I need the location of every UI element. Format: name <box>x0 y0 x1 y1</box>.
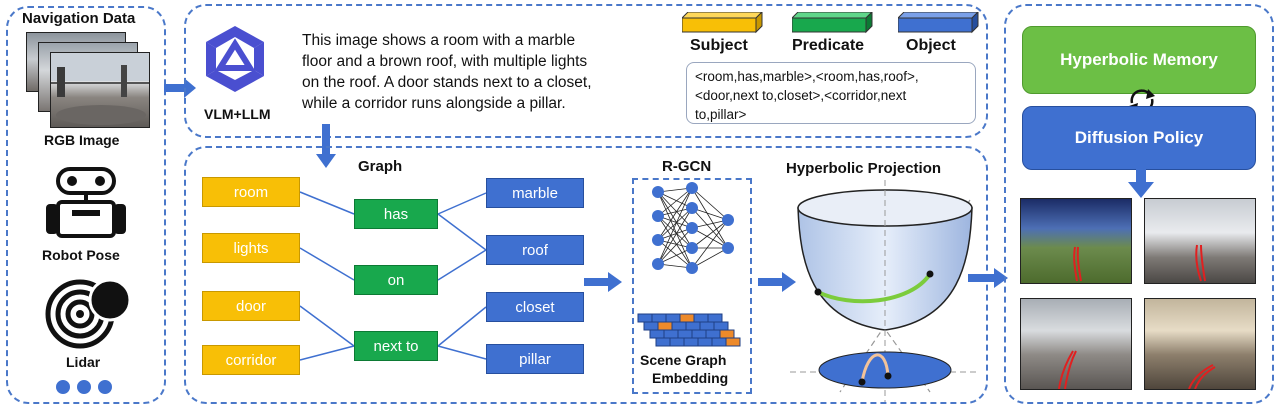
navigation-data-panel <box>6 6 166 404</box>
triples-line: <door,next to,closet>,<corridor,next <box>695 88 907 103</box>
trajectory-overlay <box>1195 244 1206 282</box>
subject-node-door: door <box>202 291 300 321</box>
hyperbolic-memory-block: Hyperbolic Memory <box>1022 26 1256 94</box>
predicate-legend-swatch <box>792 12 873 34</box>
rgcn-box <box>632 178 752 394</box>
hyperboloid-illustration <box>790 180 980 402</box>
rgb-image-label: RGB Image <box>44 132 120 148</box>
subject-node-room: room <box>202 177 300 207</box>
subject-node-corridor: corridor <box>202 345 300 375</box>
output-image-3 <box>1020 298 1132 390</box>
arrow-rgcn-to-hyperbolic <box>758 272 796 292</box>
subject-node-lights: lights <box>202 233 300 263</box>
corridor-scene-icon <box>51 53 149 125</box>
graph-edges <box>299 191 487 361</box>
arrow-graph-to-rgcn <box>584 272 622 292</box>
trajectory-overlay <box>1188 364 1216 389</box>
description-line: floor and a brown roof, with multiple li… <box>302 53 588 70</box>
robot-pose-label: Robot Pose <box>42 247 120 263</box>
navigation-data-title: Navigation Data <box>22 10 136 27</box>
arrow-input-to-vlm <box>164 78 196 98</box>
output-image-2 <box>1144 198 1256 284</box>
object-legend-label: Object <box>906 37 956 54</box>
policy-panel <box>1004 4 1274 404</box>
object-node-closet: closet <box>486 292 584 322</box>
subject-legend-label: Subject <box>690 37 748 54</box>
description-line: This image shows a room with a marble <box>302 32 576 49</box>
object-legend-swatch <box>898 12 979 34</box>
description-line: while a corridor runs alongside a pillar… <box>302 95 566 112</box>
lidar-icon <box>45 278 132 349</box>
predicate-node-on: on <box>354 265 438 295</box>
embedding-label: Embedding <box>652 370 729 386</box>
more-dots-icon <box>56 380 112 394</box>
vlm-logo-icon <box>206 26 264 92</box>
triples-box: <room,has,marble>,<room,has,roof>, <door… <box>686 62 976 124</box>
trajectory-overlay <box>1073 246 1082 282</box>
neural-network-icon <box>652 182 734 274</box>
arrow-policy-to-output <box>1128 162 1154 198</box>
output-image-4 <box>1144 298 1256 390</box>
graph-title: Graph <box>358 158 403 175</box>
output-image-1 <box>1020 198 1132 284</box>
scene-graph-label: Scene Graph <box>640 352 727 368</box>
lidar-label: Lidar <box>66 354 101 370</box>
description-line: on the roof. A door stands next to a clo… <box>302 74 592 91</box>
object-node-pillar: pillar <box>486 344 584 374</box>
rgcn-title: R-GCN <box>662 158 712 175</box>
triples-line: <room,has,marble>,<room,has,roof>, <box>695 69 919 84</box>
trajectory-overlay <box>1058 350 1077 389</box>
triples-line: to,pillar> <box>695 107 747 122</box>
subject-legend-swatch <box>682 12 763 34</box>
object-node-roof: roof <box>486 235 584 265</box>
diffusion-policy-block: Diffusion Policy <box>1022 106 1256 170</box>
arrow-hyperbolic-to-memory <box>968 268 1008 288</box>
vlm-panel <box>184 4 988 138</box>
vlm-llm-label: VLM+LLM <box>204 106 271 122</box>
scene-description: This image shows a room with a marble fl… <box>302 30 680 114</box>
predicate-legend-label: Predicate <box>792 37 865 54</box>
hyperbolic-projection-title: Hyperbolic Projection <box>786 160 942 177</box>
predicate-node-has: has <box>354 199 438 229</box>
rgb-image-front <box>50 52 150 128</box>
object-node-marble: marble <box>486 178 584 208</box>
embedding-blocks-icon <box>637 313 741 347</box>
predicate-node-next-to: next to <box>354 331 438 361</box>
robot-icon <box>46 167 126 238</box>
